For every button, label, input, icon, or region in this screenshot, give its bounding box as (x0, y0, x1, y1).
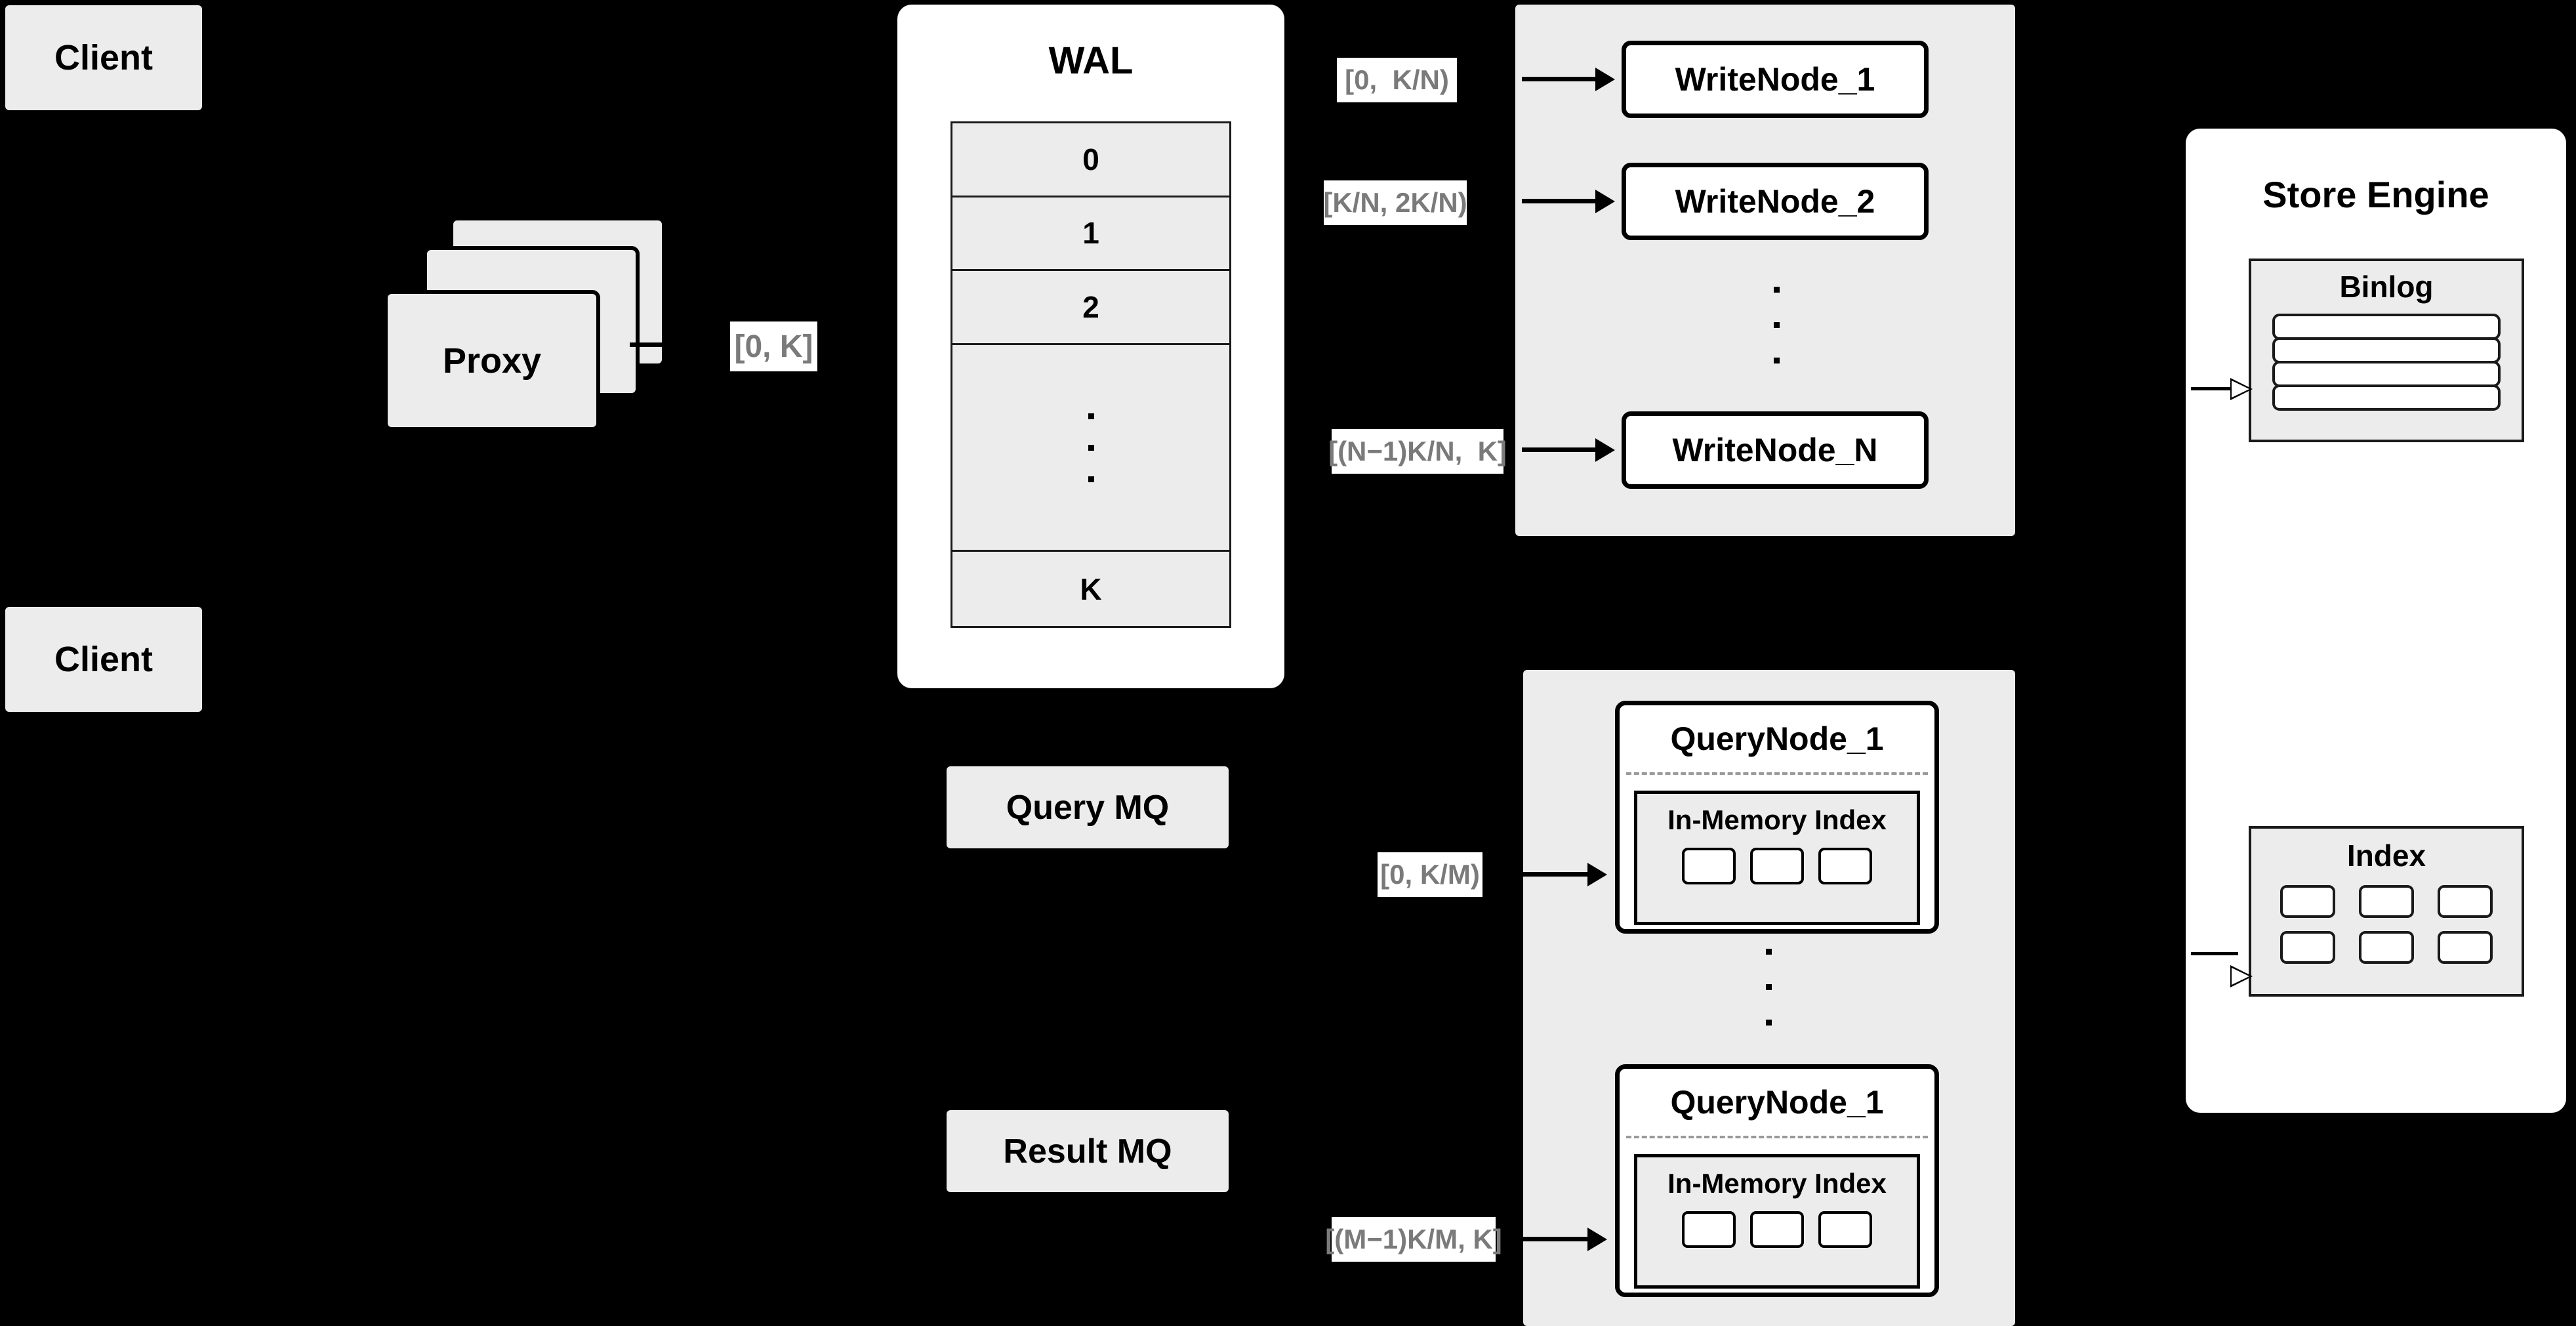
write-node-n-arrow-line (1522, 447, 1595, 452)
store-index-title: Index (2346, 839, 2426, 873)
write-node-1-range-label: [0, K/N) (1337, 58, 1457, 102)
query-node-1-title: QueryNode_1 (1670, 720, 1884, 757)
write-node-2-arrow-head (1595, 190, 1615, 213)
index-cell (2438, 931, 2493, 964)
result-mq-label: Result MQ (1003, 1132, 1172, 1171)
wal-title: WAL (1048, 39, 1134, 82)
wal-table: 0 1 2 K (951, 121, 1231, 628)
store-engine-title: Store Engine (2262, 174, 2489, 215)
write-node-2-arrow-line (1522, 199, 1595, 203)
client-box-1[interactable]: Client (5, 5, 202, 110)
query-node-2-arrow-head (1587, 1228, 1607, 1251)
query-node-2-title: QueryNode_1 (1670, 1084, 1884, 1121)
query-node-2-index-title: In-Memory Index (1667, 1168, 1887, 1199)
wal-row-1: 1 (952, 197, 1229, 272)
query-node-2-divider (1626, 1136, 1928, 1138)
query-mq-label: Query MQ (1006, 788, 1170, 827)
query-node-1-divider (1626, 772, 1928, 775)
binlog-row (2272, 384, 2501, 411)
index-cell (2438, 885, 2493, 918)
query-mq-box[interactable]: Query MQ (947, 766, 1229, 848)
index-cell (1750, 1211, 1804, 1248)
binlog-rows (2272, 314, 2501, 411)
index-cell (2280, 931, 2335, 964)
write-node-2-range-label: [K/N, 2K/N) (1323, 180, 1467, 225)
wal-row-2: 2 (952, 271, 1229, 345)
write-node-1-label: WriteNode_1 (1675, 61, 1875, 98)
query-node-1-index-title: In-Memory Index (1667, 804, 1887, 835)
wal-row-k: K (1080, 571, 1102, 606)
query-node-1-arrow-line (1514, 872, 1587, 877)
query-node-1-range-label: [0, K/M) (1378, 852, 1482, 897)
write-group-ellipsis-dots (1772, 287, 1780, 363)
binlog-panel: Binlog (2249, 259, 2524, 442)
query-node-2[interactable]: QueryNode_1 In-Memory Index (1615, 1064, 1939, 1297)
write-node-1-arrow-line (1522, 77, 1595, 81)
query-node-2-index-panel: In-Memory Index (1634, 1154, 1920, 1289)
write-node-2[interactable]: WriteNode_2 (1622, 163, 1929, 240)
proxy-range-label: [0, K] (730, 321, 817, 371)
client-label-2: Client (54, 640, 153, 679)
proxy-label: Proxy (442, 341, 542, 381)
binlog-title: Binlog (2339, 270, 2434, 304)
query-node-2-range-label: [(M−1)K/M, K] (1325, 1217, 1502, 1262)
query-node-2-arrow-line (1514, 1237, 1587, 1241)
client-box-2[interactable]: Client (5, 607, 202, 712)
index-cell (1750, 848, 1804, 884)
wal-ellipsis-dots (1088, 413, 1094, 482)
index-cell (2359, 885, 2414, 918)
store-index-arrow-head (2230, 965, 2253, 987)
result-mq-box[interactable]: Result MQ (947, 1110, 1229, 1192)
store-index-arrow-line (2191, 952, 2238, 955)
write-node-n-arrow-head (1595, 438, 1615, 462)
query-node-1[interactable]: QueryNode_1 In-Memory Index (1615, 701, 1939, 934)
index-cell (1818, 848, 1872, 884)
write-node-2-label: WriteNode_2 (1675, 183, 1875, 220)
wal-row-ellipsis (952, 345, 1229, 552)
write-node-n-label: WriteNode_N (1672, 432, 1878, 468)
client-label-1: Client (54, 38, 153, 77)
wal-row-0: 0 (952, 123, 1229, 197)
index-cell (1818, 1211, 1872, 1248)
query-node-1-index-panel: In-Memory Index (1634, 791, 1920, 925)
binlog-arrow-line (2191, 387, 2238, 390)
wal-panel: WAL 0 1 2 K (897, 5, 1284, 688)
query-node-2-index-cells (1637, 1211, 1917, 1248)
binlog-row (2272, 337, 2501, 363)
write-node-n-range-label: [(N−1)K/N, K] (1328, 429, 1507, 474)
index-cell (2359, 931, 2414, 964)
query-node-1-arrow-head (1587, 863, 1607, 886)
write-node-n[interactable]: WriteNode_N (1622, 411, 1929, 489)
store-index-panel: Index (2249, 826, 2524, 997)
binlog-arrow-head (2230, 378, 2253, 400)
write-node-1[interactable]: WriteNode_1 (1622, 41, 1929, 118)
proxy-box[interactable]: Proxy (384, 290, 600, 431)
index-cell (1682, 848, 1736, 884)
store-index-grid (2268, 885, 2504, 964)
index-cell (2280, 885, 2335, 918)
write-node-1-arrow-head (1595, 68, 1615, 91)
proxy-connector-stub (630, 342, 666, 347)
binlog-row (2272, 314, 2501, 340)
binlog-row (2272, 361, 2501, 387)
store-engine-panel: Store Engine Binlog Index (2186, 129, 2566, 1113)
query-group-ellipsis-dots (1765, 949, 1772, 1026)
query-node-1-index-cells (1637, 848, 1917, 884)
index-cell (1682, 1211, 1736, 1248)
